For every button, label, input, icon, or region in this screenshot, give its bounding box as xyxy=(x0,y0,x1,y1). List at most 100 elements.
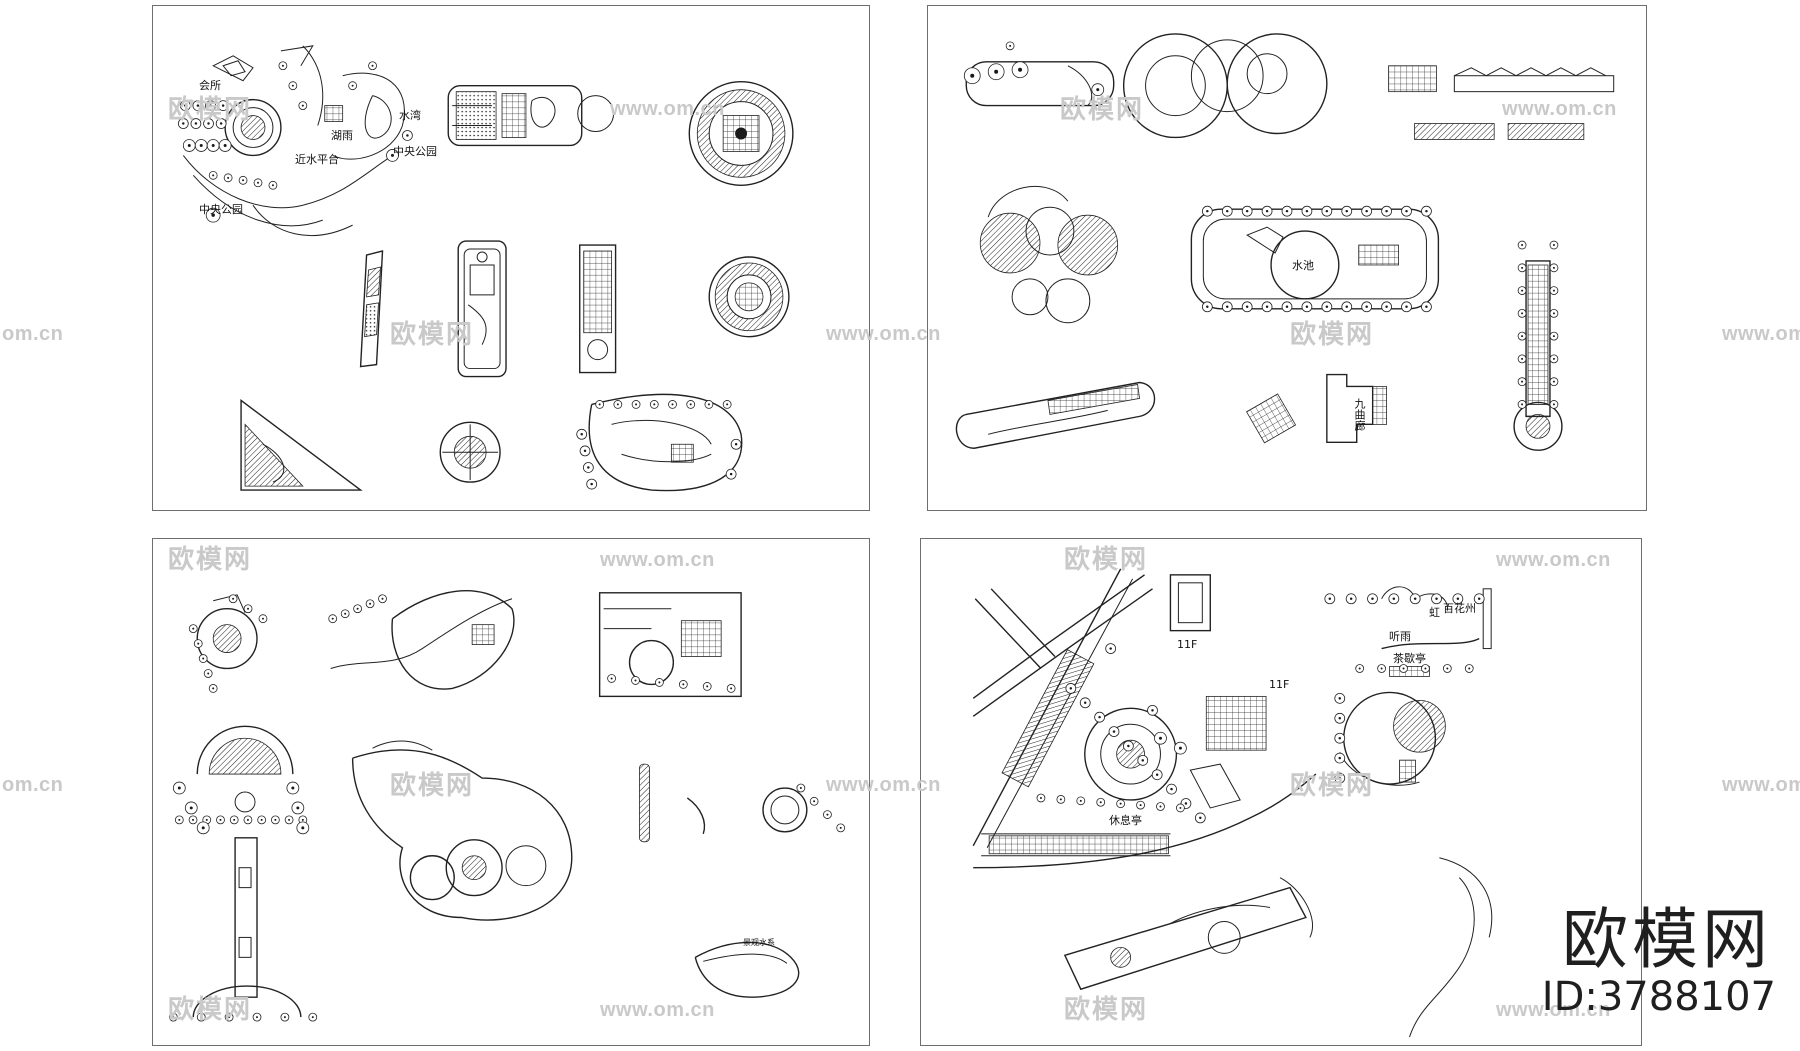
tree-trunk-dot xyxy=(1402,667,1405,670)
tree-trunk-dot xyxy=(706,685,709,688)
tree-trunk-dot xyxy=(1178,746,1182,750)
tree-trunk-dot xyxy=(331,617,334,620)
tree-symbols-pool xyxy=(963,41,1559,409)
watermark-url: www.om.cn xyxy=(1722,323,1800,345)
tree-trunk-dot xyxy=(260,818,263,821)
tree-trunk-dot xyxy=(406,134,409,137)
plan-tall-court xyxy=(457,240,507,378)
tree-trunk-dot xyxy=(1552,266,1555,269)
tree-trunk-dot xyxy=(1392,597,1396,601)
tree-trunk-dot xyxy=(1159,805,1162,808)
tree-trunk-dot xyxy=(1521,266,1524,269)
tree-trunk-dot xyxy=(994,69,999,74)
tree-trunk-dot xyxy=(1139,804,1142,807)
tree-trunk-dot xyxy=(1170,787,1173,791)
tree-trunk-dot xyxy=(1059,798,1062,801)
plan-rect-courtyard xyxy=(598,592,742,698)
tree-trunk-dot xyxy=(1265,209,1269,213)
plan-curved-garden xyxy=(588,393,743,492)
tree-trunk-dot xyxy=(590,482,593,486)
plan-small-round xyxy=(439,421,501,483)
tree-trunk-dot xyxy=(583,449,587,453)
tree-trunk-dot xyxy=(1552,312,1555,315)
tree-trunk-dot xyxy=(799,787,802,790)
tree-trunk-dot xyxy=(1365,305,1368,309)
plan-stepped-court xyxy=(579,244,617,374)
tree-trunk-dot xyxy=(1245,209,1249,213)
tree-trunk-dot xyxy=(1345,305,1349,309)
tree-trunk-dot xyxy=(182,122,185,125)
tree-trunk-dot xyxy=(246,818,249,821)
tree-trunk-dot xyxy=(1098,715,1101,719)
plan-site-master xyxy=(972,568,1317,869)
tree-trunk-dot xyxy=(1112,730,1116,733)
tree-trunk-dot xyxy=(172,1016,175,1019)
tree-trunk-dot xyxy=(1424,667,1427,670)
tree-trunk-dot xyxy=(1119,802,1122,805)
plan-diagonal-walk xyxy=(955,381,1156,449)
tree-trunk-dot xyxy=(1285,209,1289,213)
plan-central-park xyxy=(182,45,405,236)
sheet-top-right: 水池 九曲廊 xyxy=(927,5,1647,511)
label-waterside-platform: 近水平台 xyxy=(295,153,339,166)
tree-trunk-dot xyxy=(219,818,222,821)
tree-trunk-dot xyxy=(1338,717,1342,720)
tree-trunk-dot xyxy=(192,818,195,821)
watermark-url-fragment: om.cn xyxy=(2,774,64,796)
tree-trunk-dot xyxy=(1552,357,1555,360)
tree-trunk-dot xyxy=(1325,209,1329,213)
sheet-3-drawing xyxy=(168,589,846,1022)
plan-circle-dense xyxy=(708,256,790,338)
tree-trunk-dot xyxy=(207,122,210,125)
tree-trunk-dot xyxy=(970,73,975,78)
tree-trunk-dot xyxy=(202,657,205,660)
plan-axis-column xyxy=(1513,260,1563,451)
tree-trunk-dot xyxy=(1127,744,1130,748)
plan-flower-court xyxy=(196,594,258,670)
plan-strip-curved xyxy=(359,250,384,368)
tree-trunk-dot xyxy=(1477,597,1481,601)
tree-trunk-dot xyxy=(598,403,601,406)
tree-trunk-dot xyxy=(356,607,359,610)
tree-trunk-dot xyxy=(178,818,181,821)
label-central-park-left: 中央公园 xyxy=(199,203,243,216)
tree-trunk-dot xyxy=(1109,647,1112,650)
tree-trunk-dot xyxy=(223,143,227,147)
tree-trunk-dot xyxy=(682,683,685,686)
tree-trunk-dot xyxy=(1358,667,1361,670)
tree-trunk-dot xyxy=(177,786,181,790)
tree-trunk-dot xyxy=(390,153,394,157)
label-waterbay: 水湾 xyxy=(399,109,421,122)
tree-trunk-dot xyxy=(296,806,300,810)
tree-trunk-dot xyxy=(212,174,215,177)
tree-trunk-dot xyxy=(192,627,195,630)
tree-trunk-dot xyxy=(730,687,733,690)
tree-trunk-dot xyxy=(227,176,230,179)
tree-trunk-dot xyxy=(689,403,692,406)
label-rainbow: 虹 xyxy=(1429,606,1440,619)
tree-trunk-dot xyxy=(281,64,284,67)
tree-trunk-dot xyxy=(734,443,738,446)
sheet-2-drawing xyxy=(955,33,1615,451)
tree-trunk-dot xyxy=(1345,209,1349,213)
label-11f-a: 11F xyxy=(1177,638,1198,651)
tree-trunk-dot xyxy=(616,403,619,406)
tree-trunk-dot xyxy=(1225,305,1229,309)
tree-trunk-dot xyxy=(261,617,264,620)
tree-trunk-dot xyxy=(653,403,656,406)
tree-trunk-dot xyxy=(351,84,354,87)
tree-trunk-dot xyxy=(1413,597,1417,601)
tree-trunk-dot xyxy=(1096,88,1100,92)
tree-trunk-dot xyxy=(1079,799,1082,802)
tree-trunk-dot xyxy=(232,597,235,600)
tree-trunk-dot xyxy=(207,672,210,675)
sheet-4-drawing xyxy=(972,568,1493,1038)
tree-trunk-dot xyxy=(1009,44,1012,47)
tree-trunk-dot xyxy=(1425,209,1428,213)
tree-trunk-dot xyxy=(1371,597,1374,601)
tree-trunk-dot xyxy=(1151,709,1154,712)
tree-trunk-dot xyxy=(288,818,291,821)
tree-trunk-dot xyxy=(1083,701,1087,705)
plan-triangle-garden xyxy=(240,399,363,491)
tree-trunk-dot xyxy=(587,466,590,469)
